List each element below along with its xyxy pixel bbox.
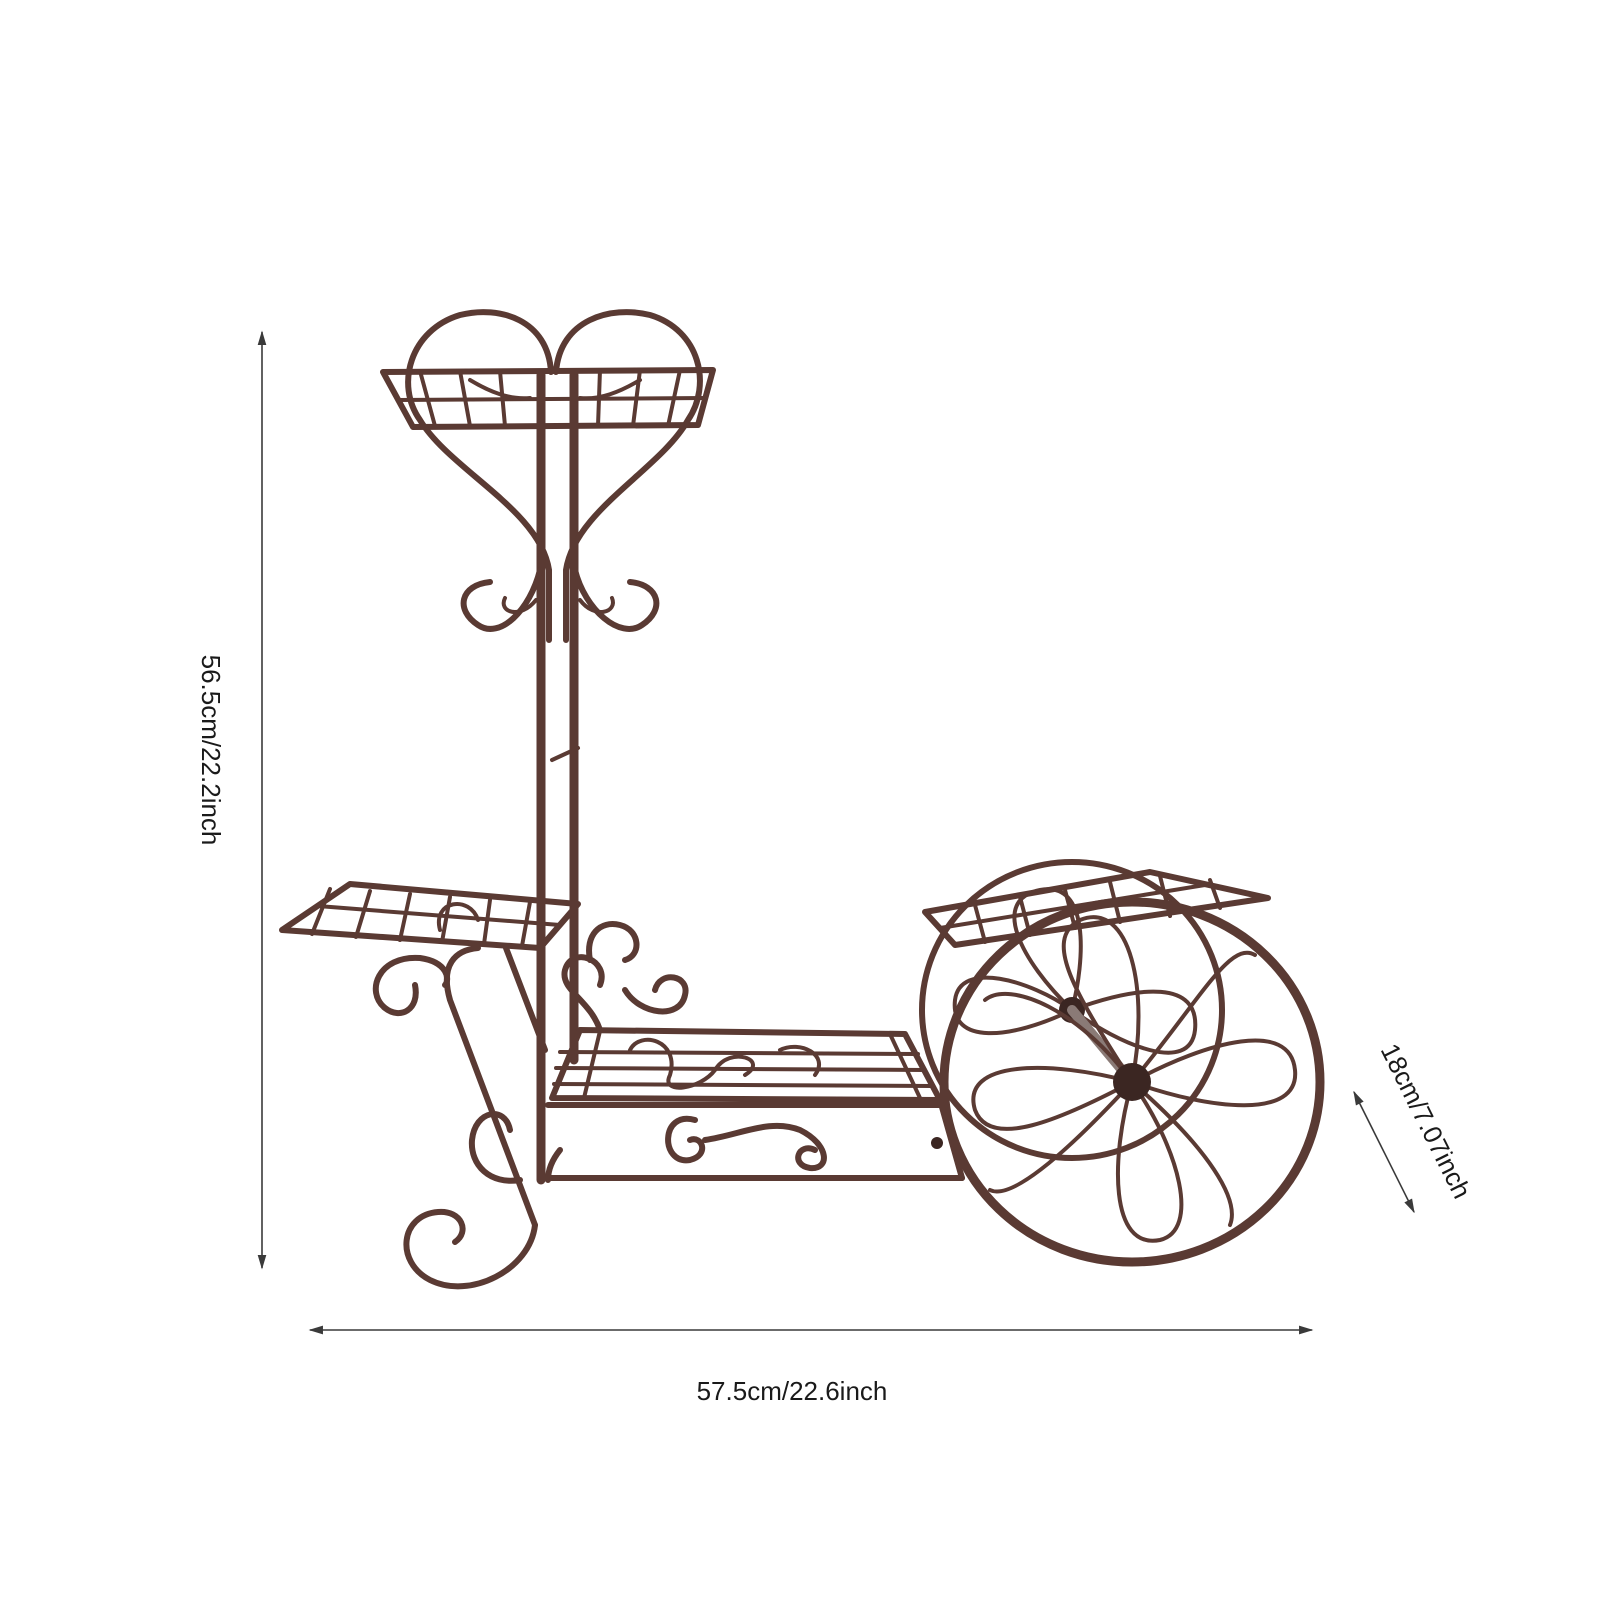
middle-left-shelf <box>279 881 581 951</box>
bottom-rails <box>545 1102 965 1183</box>
bottom-main-shelf <box>549 1027 943 1103</box>
width-label: 57.5cm/22.6inch <box>697 1376 888 1406</box>
width-dimension: 57.5cm/22.6inch <box>308 1325 1314 1406</box>
depth-label: 18cm/7.07inch <box>1375 1039 1478 1204</box>
depth-dimension: 18cm/7.07inch <box>1353 1039 1478 1214</box>
left-scroll-arm <box>372 945 548 1290</box>
vertical-posts <box>536 370 580 1185</box>
heart-scroll-frame <box>405 309 703 643</box>
plant-stand-illustration <box>279 309 1325 1290</box>
front-wheel <box>939 897 1325 1267</box>
depth-dimension-line <box>1353 1090 1415 1214</box>
height-dimension: 56.5cm/22.2inch <box>196 330 267 1270</box>
top-shelf <box>380 367 716 430</box>
shelf-scroll-decor <box>561 921 689 1033</box>
height-label: 56.5cm/22.2inch <box>196 655 226 846</box>
wheel-bracket <box>931 1097 965 1181</box>
